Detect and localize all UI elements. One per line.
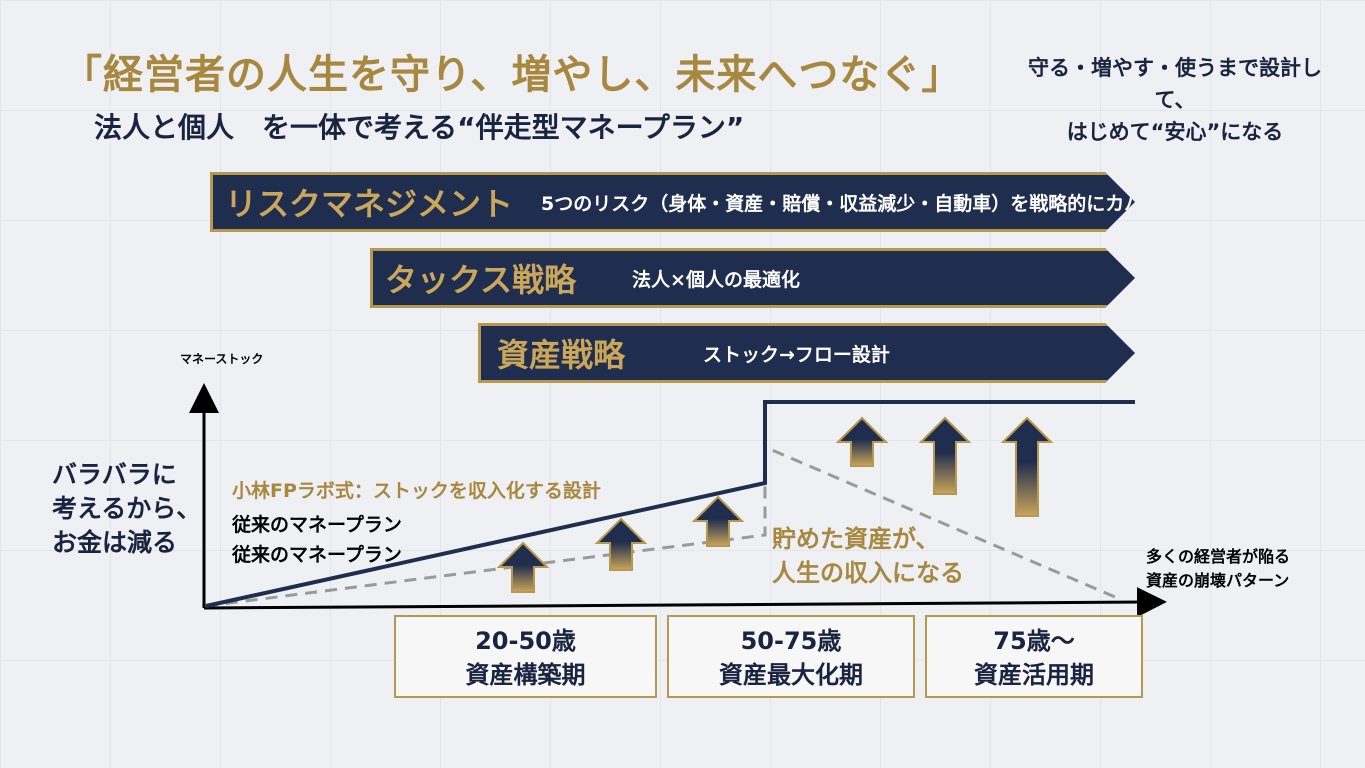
banner-desc: 5つのリスク（身体・資産・賠償・収益減少・自動車）を戦略的にカバー <box>541 192 1163 215</box>
phase-box-3: 75歳〜資産活用期 <box>925 615 1143 698</box>
phase-box-1: 20-50歳資産構築期 <box>394 615 657 698</box>
traditional-plan-label: 従来のマネープラン <box>232 544 402 566</box>
banner-heading: リスクマネジメント <box>225 185 514 223</box>
left-message-line: バラバラに <box>52 460 177 489</box>
banner-asset-strategy: 資産戦略 ストック→フロー設計 <box>478 323 1135 383</box>
traditional-plan-label: 従来のマネープラン <box>232 514 402 536</box>
x-axis <box>203 587 1167 618</box>
left-message-line: お金は減る <box>52 528 178 557</box>
phase-box-2: 50-75歳資産最大化期 <box>667 615 915 698</box>
up-arrow-icon <box>918 416 972 495</box>
left-message: バラバラに考えるから、お金は減る <box>52 458 201 560</box>
phase-name: 資産最大化期 <box>719 661 863 689</box>
collapse-label-line: 多くの経営者が陥る <box>1146 547 1291 566</box>
tagline-line-2: はじめて“安心”になる <box>1066 120 1284 144</box>
collapse-pattern-label: 多くの経営者が陥る資産の崩壊パターン <box>1146 545 1290 593</box>
main-title: 「経営者の人生を守り、増やし、未来へつなぐ」 <box>62 51 963 98</box>
phase-name: 資産構築期 <box>465 661 586 689</box>
center-message-line: 貯めた資産が、 <box>772 525 940 553</box>
banner-heading: タックス戦略 <box>385 261 577 299</box>
up-arrow-icon <box>835 416 889 467</box>
y-axis-label: マネーストック <box>180 352 264 366</box>
tagline-line-1: 守る・増やす・使うまで設計して、 <box>1028 56 1322 112</box>
kobayashi-plan-line <box>205 400 1135 608</box>
up-arrow-icon <box>691 495 745 547</box>
center-message-line: 人生の収入になる <box>772 559 964 587</box>
subtitle: 法人と個人 を一体で考える“伴走型マネープラン” <box>94 111 745 144</box>
up-arrow-icon <box>496 541 550 593</box>
tagline: 守る・増やす・使うまで設計して、はじめて“安心”になる <box>1010 52 1340 148</box>
up-arrow-icon <box>1000 416 1054 517</box>
traditional-plan-line <box>205 444 1123 608</box>
banner-desc: ストック→フロー設計 <box>703 343 890 366</box>
left-message-line: 考えるから、 <box>52 494 202 523</box>
up-arrow-icon <box>594 517 648 571</box>
center-message: 貯めた資産が、人生の収入になる <box>772 522 964 590</box>
banner-heading: 資産戦略 <box>497 336 626 374</box>
banner-desc: 法人×個人の最適化 <box>632 268 800 291</box>
phase-age: 20-50歳 <box>475 627 576 655</box>
kobayashi-plan-label: 小林FPラボ式：ストックを収入化する設計 <box>232 480 601 502</box>
phase-age: 75歳〜 <box>993 627 1075 655</box>
phase-name: 資産活用期 <box>974 661 1094 689</box>
phase-age: 50-75歳 <box>740 627 842 655</box>
collapse-label-line: 資産の崩壊パターン <box>1146 571 1290 590</box>
banner-tax-strategy: タックス戦略 法人×個人の最適化 <box>370 248 1135 308</box>
